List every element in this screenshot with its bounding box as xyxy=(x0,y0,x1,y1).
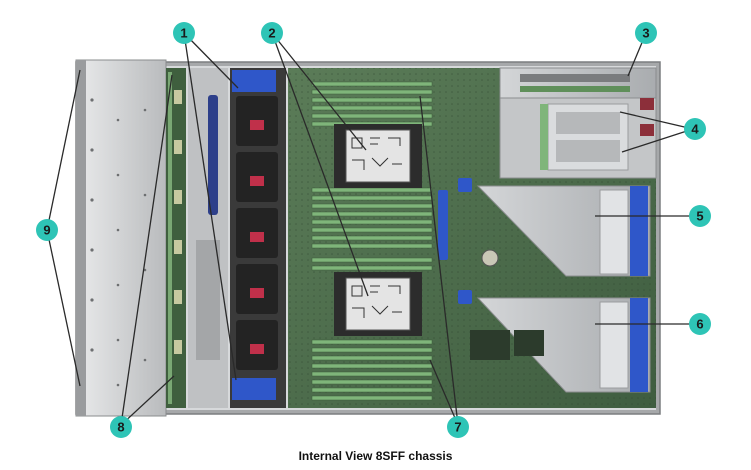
front-drive-cage xyxy=(75,59,167,417)
secondary-riser xyxy=(499,67,657,99)
callout-6: 6 xyxy=(689,313,711,335)
fan-cage xyxy=(230,68,286,408)
callout-7: 7 xyxy=(447,416,469,438)
callout-3-label: 3 xyxy=(642,26,649,41)
callout-2: 2 xyxy=(261,22,283,44)
callout-5: 5 xyxy=(689,205,711,227)
blue-clips xyxy=(438,178,472,304)
processor-bottom xyxy=(334,272,422,336)
callout-8-label: 8 xyxy=(117,420,124,435)
callout-5-label: 5 xyxy=(696,209,703,224)
cable-channel xyxy=(188,68,228,408)
processor-top xyxy=(334,124,422,188)
drive-cage-rear xyxy=(499,97,657,179)
primary-riser xyxy=(476,185,651,277)
board-components xyxy=(470,249,544,360)
callout-2-label: 2 xyxy=(268,26,275,41)
leader-lines xyxy=(46,32,698,426)
callout-4-label: 4 xyxy=(691,122,699,137)
drive-backplane xyxy=(166,68,186,408)
callout-1: 1 xyxy=(173,22,195,44)
callout-1-label: 1 xyxy=(180,26,187,41)
callout-7-label: 7 xyxy=(454,420,461,435)
callout-9: 9 xyxy=(36,219,58,241)
callout-4: 4 xyxy=(684,118,706,140)
callout-9-label: 9 xyxy=(43,223,50,238)
tertiary-riser xyxy=(476,297,651,393)
callout-6-label: 6 xyxy=(696,317,703,332)
callout-8: 8 xyxy=(110,416,132,438)
callout-3: 3 xyxy=(635,22,657,44)
figure-caption: Internal View 8SFF chassis xyxy=(298,449,453,463)
